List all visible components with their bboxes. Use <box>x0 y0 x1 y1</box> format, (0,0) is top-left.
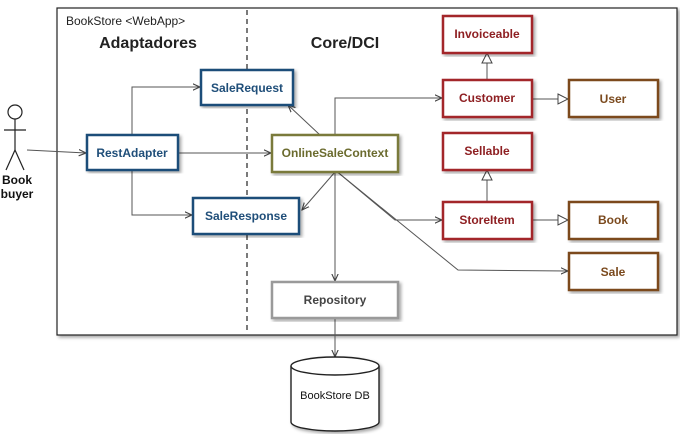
box-onlinesalecontext: OnlineSaleContext <box>270 133 400 174</box>
box-sellable: Sellable <box>441 131 534 172</box>
box-invoiceable-label: Invoiceable <box>454 27 520 41</box>
box-saleresponse: SaleResponse <box>191 196 301 236</box>
actor-label-line2: buyer <box>1 187 34 201</box>
box-sale-label: Sale <box>601 265 626 279</box>
box-salerequest: SaleRequest <box>199 68 295 107</box>
box-invoiceable: Invoiceable <box>441 14 534 55</box>
box-storeitem: StoreItem <box>441 200 534 241</box>
connections <box>26 53 568 357</box>
system-title: BookStore <WebApp> <box>66 14 185 28</box>
edge-context-sale <box>334 169 568 271</box>
box-salerequest-label: SaleRequest <box>211 81 283 95</box>
box-restadapter-label: RestAdapter <box>96 146 168 160</box>
box-book-label: Book <box>598 213 628 227</box>
box-restadapter: RestAdapter <box>85 133 180 172</box>
database-cylinder-icon <box>290 356 380 432</box>
box-sellable-label: Sellable <box>464 144 510 158</box>
box-repository-label: Repository <box>304 293 367 307</box>
database-label: BookStore DB <box>300 390 370 402</box>
box-customer-label: Customer <box>459 91 515 105</box>
edge-restadapter-saleresponse <box>131 170 192 215</box>
edge-context-customer <box>334 98 442 135</box>
edge-actor-restadapter <box>26 150 86 153</box>
box-user-label: User <box>600 92 627 106</box>
box-customer: Customer <box>441 78 534 119</box>
edge-restadapter-salerequest <box>131 87 200 135</box>
box-book: Book <box>567 200 660 241</box>
box-onlinesalecontext-label: OnlineSaleContext <box>282 146 389 160</box>
section-left-title: Adaptadores <box>99 35 197 52</box>
box-storeitem-label: StoreItem <box>459 213 514 227</box>
box-repository: Repository <box>270 280 400 320</box>
section-right-title: Core/DCI <box>311 35 379 52</box>
edge-context-salerequest <box>288 105 321 136</box>
actor-label-line1: Book <box>2 173 32 187</box>
box-saleresponse-label: SaleResponse <box>205 209 287 223</box>
actor-book-buyer <box>4 104 26 171</box>
edge-context-saleresponse <box>302 171 336 210</box>
actor-head-icon <box>7 104 23 120</box>
box-user: User <box>567 78 660 119</box>
box-sale: Sale <box>567 251 660 292</box>
